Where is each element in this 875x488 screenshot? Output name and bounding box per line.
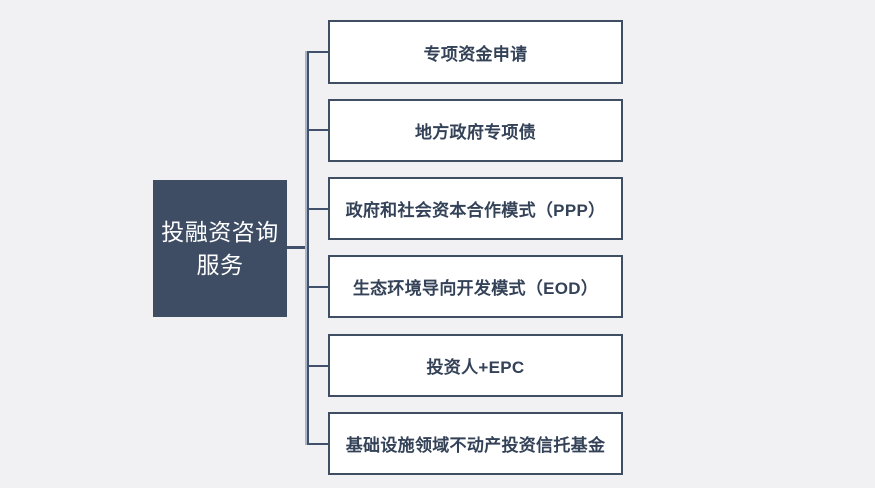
connector-stub-6 <box>307 443 328 445</box>
root-node-label-line1: 投融资咨询 <box>161 218 279 245</box>
branch-node-special-fund-application: 专项资金申请 <box>328 20 623 84</box>
connector-stub-1 <box>307 51 328 53</box>
connector-stub-5 <box>307 365 328 367</box>
branch-label: 基础设施领域不动产投资信托基金 <box>345 436 606 455</box>
branch-label: 专项资金申请 <box>423 44 528 64</box>
branch-label: 生态环境导向开发模式（EOD） <box>352 279 599 298</box>
branch-node-investor-plus-epc: 投资人+EPC <box>328 334 623 397</box>
connector-trunk <box>307 51 309 445</box>
connector-stub-3 <box>307 208 328 210</box>
branch-label: 政府和社会资本合作模式（PPP） <box>345 201 606 220</box>
connector-root-arm <box>287 246 307 249</box>
branch-node-ppp-model: 政府和社会资本合作模式（PPP） <box>328 177 623 240</box>
branch-node-local-government-special-bonds: 地方政府专项债 <box>328 99 623 162</box>
connector-stub-4 <box>307 286 328 288</box>
connector-trunk-highlight <box>305 51 307 445</box>
connector-stub-2 <box>307 129 328 131</box>
root-node-label-line2: 服务 <box>196 251 244 278</box>
root-node: 投融资咨询 服务 <box>153 180 287 317</box>
branch-label: 地方政府专项债 <box>414 123 537 142</box>
branch-node-infrastructure-reits: 基础设施领域不动产投资信托基金 <box>328 412 623 475</box>
branch-label: 投资人+EPC <box>426 358 525 377</box>
branch-node-eod-model: 生态环境导向开发模式（EOD） <box>328 255 623 318</box>
